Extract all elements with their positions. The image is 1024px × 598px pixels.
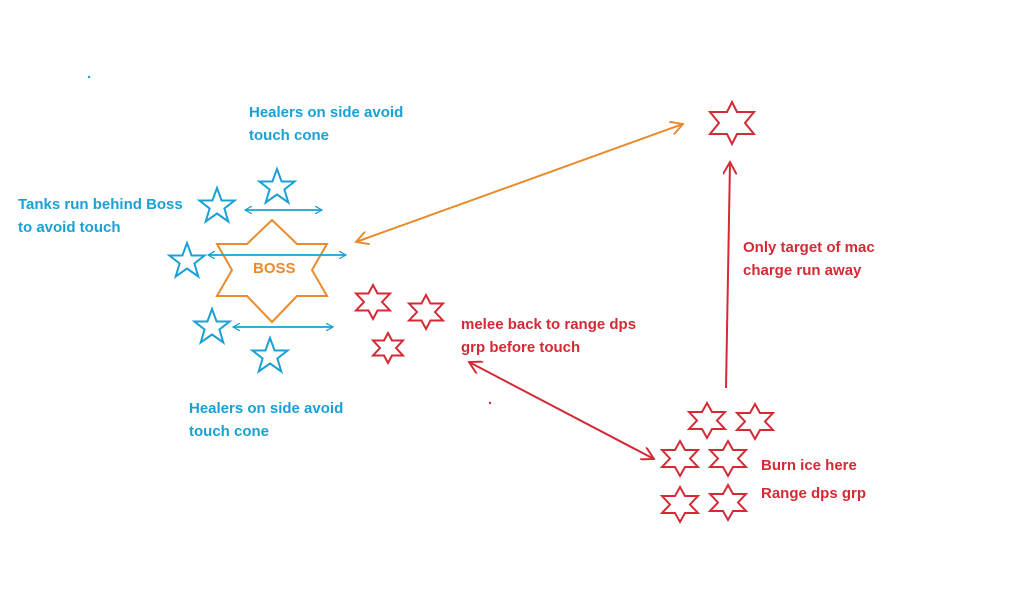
range-dps-six-point-star-icon	[659, 484, 701, 525]
range-group-label: Range dps grp	[761, 485, 867, 502]
healer-top-five-point-star-icon	[256, 166, 298, 205]
range-dps-six-point-star-icon	[734, 401, 776, 442]
stray-dot	[488, 401, 492, 405]
healer-bottom-five-point-star-icon	[191, 306, 233, 345]
range-dps-six-point-star-icon	[707, 482, 749, 523]
boss-six-point-star-icon	[215, 218, 329, 324]
tanks-label: Tanks run behind Boss to avoid touch	[18, 196, 183, 236]
range-dps-six-point-star-icon	[707, 438, 749, 479]
melee-label: melee back to range dps grp before touch	[461, 316, 637, 356]
melee-retreat-arrow	[469, 362, 654, 459]
tank-five-point-star-icon	[166, 240, 208, 279]
range-dps-six-point-star-icon	[659, 438, 701, 479]
healer-bottom-five-point-star-icon	[249, 335, 291, 374]
melee-six-point-star-icon	[406, 292, 446, 332]
run-away-arrow	[726, 162, 730, 389]
only-target-label: Only target of mac charge run away	[743, 239, 875, 279]
range-dps-six-point-star-icon	[686, 400, 728, 441]
stray-dot	[87, 75, 91, 79]
melee-six-point-star-icon	[370, 330, 406, 366]
boss-label: BOSS	[253, 260, 296, 277]
healers-bottom-label: Healers on side avoid touch cone	[189, 400, 344, 440]
burn-ice-label: Burn ice here	[761, 457, 857, 474]
boss-charge-arrow	[356, 124, 683, 242]
charge-target-six-point-star-icon	[707, 99, 757, 147]
healers-top-label: Healers on side avoid touch cone	[249, 104, 404, 144]
tank-five-point-star-icon	[196, 185, 238, 224]
melee-six-point-star-icon	[353, 282, 393, 322]
